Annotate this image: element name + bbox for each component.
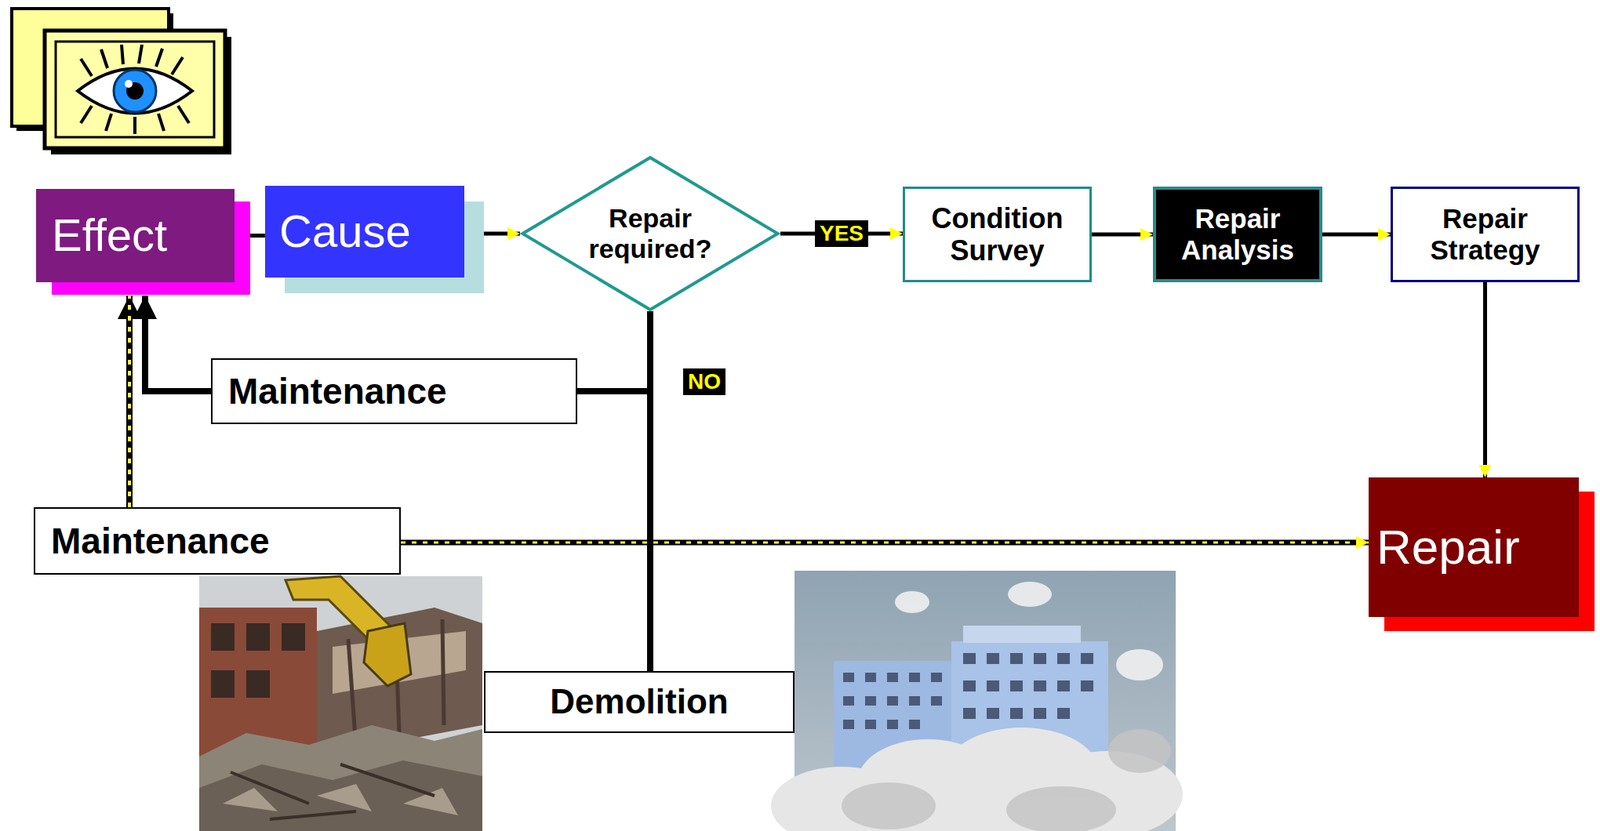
demolition-photo bbox=[199, 576, 483, 831]
connector-line bbox=[483, 232, 520, 237]
connector bbox=[145, 295, 211, 392]
connector bbox=[1484, 282, 1486, 478]
connector-line bbox=[400, 540, 1369, 546]
maintenance-box: Maintenance bbox=[33, 507, 401, 575]
connector bbox=[577, 311, 651, 392]
dotted-overlay bbox=[400, 541, 1369, 545]
decision-diamond: Repair required? bbox=[520, 156, 781, 312]
connector bbox=[483, 233, 520, 235]
connector bbox=[400, 542, 1369, 544]
node-text: Condition Survey bbox=[912, 202, 1082, 268]
connector bbox=[250, 235, 266, 237]
cause-box: Cause bbox=[265, 185, 465, 278]
node-text: Repair required? bbox=[563, 203, 737, 265]
maintenance-box: Maintenance bbox=[210, 358, 578, 425]
process-box: Repair Analysis bbox=[1152, 186, 1323, 283]
node-text: Effect bbox=[51, 209, 168, 262]
edge-label: YES bbox=[814, 220, 869, 248]
eye-icon bbox=[11, 8, 232, 155]
node-text: Maintenance bbox=[228, 370, 448, 413]
edge-label: NO bbox=[683, 368, 726, 396]
connector bbox=[129, 295, 131, 508]
connector-line bbox=[1483, 282, 1488, 478]
node-text: Maintenance bbox=[50, 520, 270, 563]
demolition-box: Demolition bbox=[483, 671, 795, 734]
process-box: Repair Strategy bbox=[1390, 186, 1580, 283]
node-text: Repair Strategy bbox=[1400, 203, 1570, 267]
process-box: Condition Survey bbox=[902, 186, 1092, 283]
node-text: Demolition bbox=[549, 682, 728, 723]
connector-line bbox=[647, 311, 654, 672]
connector-line bbox=[250, 233, 266, 238]
node-text: Cause bbox=[279, 205, 411, 259]
node-text: Repair bbox=[1376, 519, 1520, 575]
dotted-overlay bbox=[127, 295, 131, 508]
connector bbox=[1091, 234, 1153, 236]
diamond-shape bbox=[522, 157, 778, 310]
implosion-photo bbox=[770, 570, 1183, 831]
connector bbox=[650, 311, 651, 672]
repair-box: Repair bbox=[1368, 477, 1579, 618]
node-text: Repair Analysis bbox=[1162, 203, 1313, 267]
connector bbox=[1322, 234, 1391, 236]
effect-box: Effect bbox=[36, 189, 235, 283]
connector-line bbox=[577, 311, 651, 392]
connector-line bbox=[126, 295, 133, 508]
connector-line bbox=[145, 295, 211, 392]
connector-line bbox=[1322, 232, 1391, 237]
connector-line bbox=[1091, 232, 1153, 237]
